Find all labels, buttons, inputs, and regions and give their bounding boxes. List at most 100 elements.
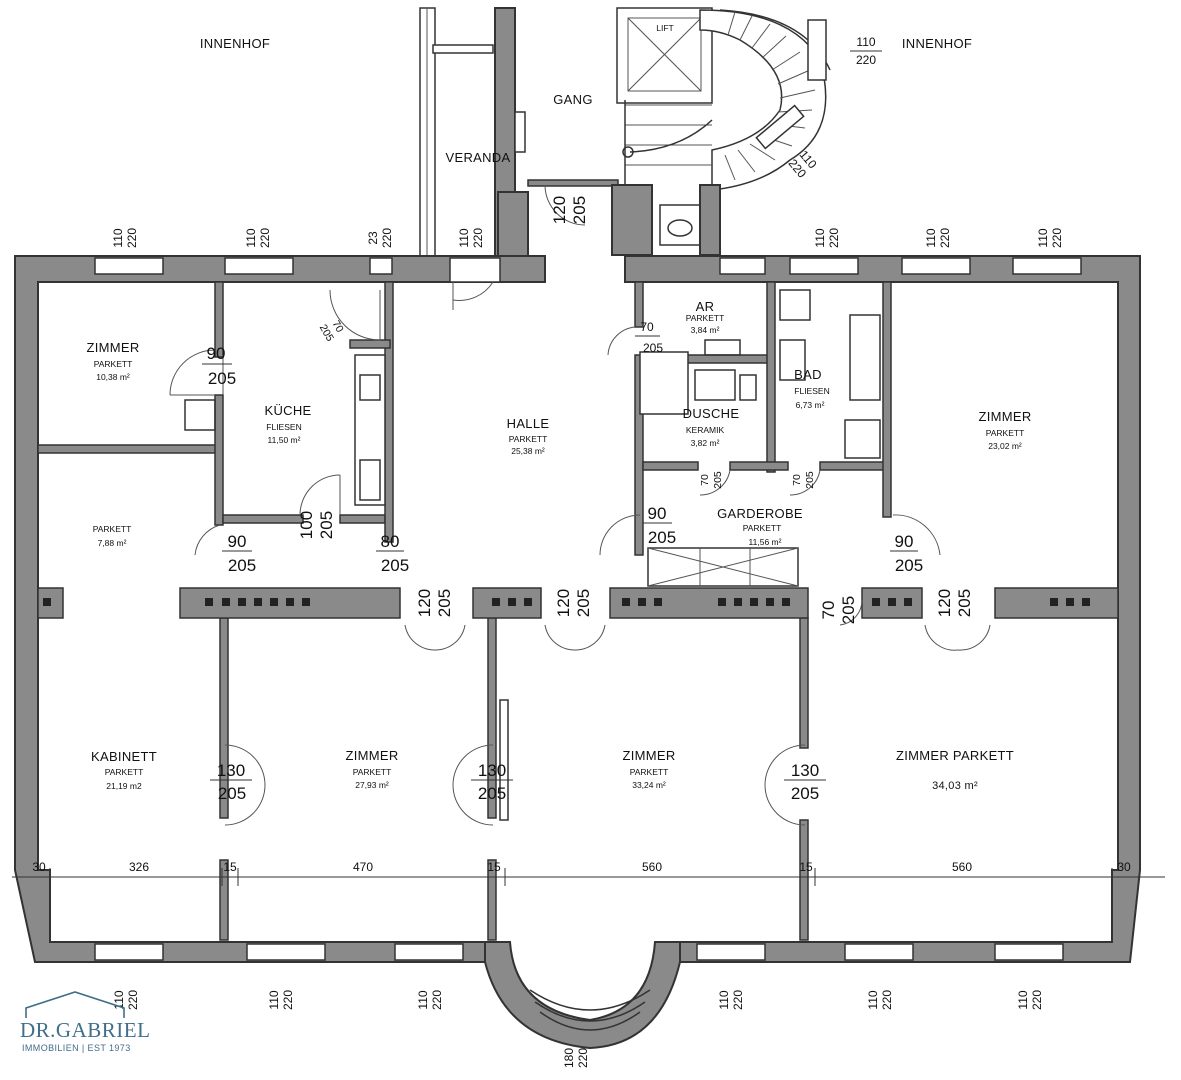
door-zimmer-ne-w: 90 (895, 532, 914, 551)
win-s4-h: 220 (576, 1048, 590, 1068)
door-zimmer-ne-h: 205 (895, 556, 923, 575)
parkett-w-floor: PARKETT (93, 524, 132, 534)
door-gang-w: 120 (550, 196, 569, 224)
win-s4-w: 180 (562, 1048, 576, 1068)
door-dusche-w: 70 (699, 474, 711, 486)
ar-area: 3,84 m² (691, 325, 720, 335)
measure-326: 326 (129, 860, 149, 874)
zimmer-s3-name-line1: ZIMMER PARKETT (896, 748, 1014, 763)
zimmer-ne-floor: PARKETT (986, 428, 1025, 438)
win-n5-h: 220 (827, 228, 841, 248)
zimmer-nw-floor: PARKETT (94, 359, 133, 369)
door-band2-h: 205 (574, 589, 593, 617)
door-bad-w: 70 (791, 474, 803, 486)
win-n3-w: 23 (366, 231, 380, 245)
zimmer-ne-name: ZIMMER (978, 409, 1031, 424)
kabinett-area: 21,19 m2 (106, 781, 142, 791)
dusche-floor: KERAMIK (686, 425, 725, 435)
bad-name: BAD (794, 367, 822, 382)
win-n6-h: 220 (938, 228, 952, 248)
halle-name: HALLE (507, 416, 550, 431)
win-s2-w: 110 (267, 990, 281, 1009)
door-swings (169, 184, 991, 826)
kabinett-floor: PARKETT (105, 767, 144, 777)
logo-tagline: IMMOBILIEN | EST 1973 (22, 1043, 131, 1053)
door-kueche-h: 205 (317, 511, 336, 539)
door-s2-w: 130 (478, 761, 506, 780)
win-stair1-w: 110 (856, 35, 875, 49)
halle-area: 25,38 m² (511, 446, 545, 456)
ar-name: AR (696, 299, 715, 314)
measure-560b: 560 (952, 860, 972, 874)
garderobe-name: GARDEROBE (717, 506, 803, 521)
win-n3-h: 220 (380, 228, 394, 248)
win-n4-w: 110 (457, 228, 471, 247)
veranda-label: VERANDA (446, 150, 511, 165)
dusche-area: 3,82 m² (691, 438, 720, 448)
door-s3-w: 130 (791, 761, 819, 780)
door-band3-w: 70 (819, 601, 838, 620)
door-garderobe-h: 205 (648, 528, 676, 547)
win-s7-w: 110 (1016, 990, 1030, 1009)
measure-470: 470 (353, 860, 373, 874)
door-s2-h: 205 (478, 784, 506, 803)
measure-15c: 15 (799, 860, 813, 874)
measure-15b: 15 (487, 860, 501, 874)
zimmer-s2-floor: PARKETT (630, 767, 669, 777)
zimmer-ne-area: 23,02 m² (988, 441, 1022, 451)
zimmer-s1-name: ZIMMER (345, 748, 398, 763)
zimmer-s2-area: 33,24 m² (632, 780, 666, 790)
win-n2-w: 110 (244, 228, 258, 247)
ar-floor: PARKETT (686, 313, 725, 323)
house-roof-icon (25, 991, 125, 1018)
door-s1-w: 130 (217, 761, 245, 780)
win-s5-h: 220 (731, 990, 745, 1010)
door-zimmer-nw-h: 205 (208, 369, 236, 388)
win-s2-h: 220 (281, 990, 295, 1010)
win-n4-h: 220 (471, 228, 485, 248)
win-s3-w: 110 (416, 990, 430, 1009)
win-stair1-h: 220 (856, 53, 876, 67)
win-s5-w: 110 (717, 990, 731, 1009)
door-band1-h: 205 (435, 589, 454, 617)
measure-right-30: 30 (1117, 860, 1131, 874)
interior-walls (37, 281, 892, 941)
win-s6-h: 220 (880, 990, 894, 1010)
windows (94, 257, 1082, 961)
door-dusche-h: 205 (712, 471, 724, 489)
door-bad-h: 205 (804, 471, 816, 489)
door-halle-w: 80 (381, 532, 400, 551)
innenhof-right-label: INNENHOF (902, 36, 972, 51)
win-n2-h: 220 (258, 228, 272, 248)
zimmer-s3-area: 34,03 m² (932, 780, 978, 792)
door-kueche-top-w: 70 (329, 318, 345, 334)
door-s3-h: 205 (791, 784, 819, 803)
win-n1-w: 110 (111, 228, 125, 247)
door-band3-h: 205 (839, 596, 858, 624)
zimmer-s2-name: ZIMMER (622, 748, 675, 763)
veranda-walls (419, 7, 721, 259)
zimmer-nw-name: ZIMMER (86, 340, 139, 355)
kueche-area: 11,50 m² (268, 435, 301, 445)
measure-15a: 15 (223, 860, 237, 874)
door-s1-h: 205 (218, 784, 246, 803)
middle-wall-band (37, 587, 1119, 619)
garderobe-area: 11,56 m² (749, 537, 782, 547)
win-n1-h: 220 (125, 228, 139, 248)
staircase (616, 7, 831, 246)
win-n7-w: 110 (1036, 228, 1050, 247)
lift-label: LIFT (656, 23, 673, 33)
halle-floor: PARKETT (509, 434, 548, 444)
outer-walls (14, 255, 1141, 1050)
kueche-name: KÜCHE (264, 403, 311, 418)
door-halle-h: 205 (381, 556, 409, 575)
win-s3-h: 220 (430, 990, 444, 1010)
win-s6-w: 110 (866, 990, 880, 1009)
bad-area: 6,73 m² (796, 400, 825, 410)
measure-left-30: 30 (32, 860, 46, 874)
room-labels: ZIMMER PARKETT 10,38 m² KÜCHE FLIESEN 11… (86, 299, 1031, 792)
door-band4-w: 120 (935, 589, 954, 617)
